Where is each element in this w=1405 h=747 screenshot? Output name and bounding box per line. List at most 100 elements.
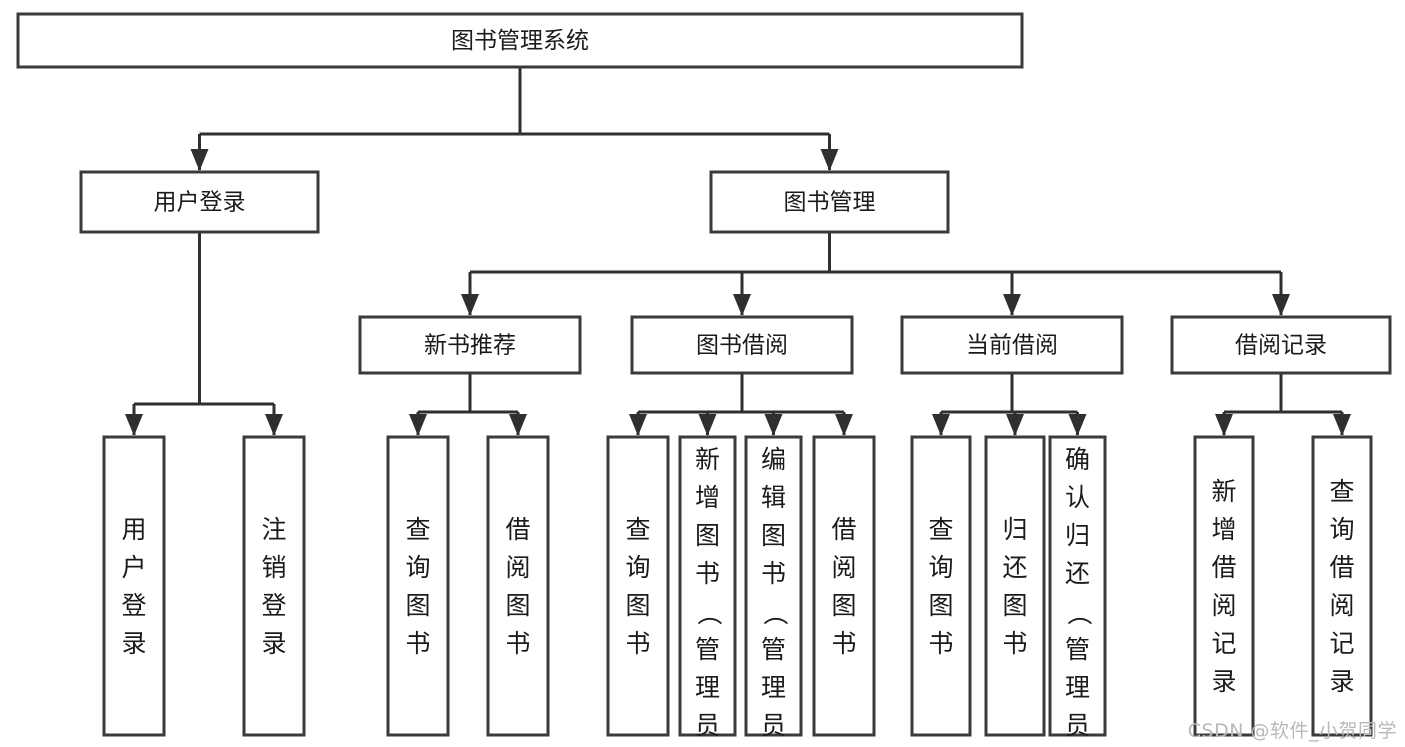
leaf-char: 辑 — [761, 483, 786, 512]
node-root[interactable]: 图书管理系统 — [16, 12, 1024, 69]
node-level3-2[interactable]: 当前借阅 — [900, 315, 1124, 375]
node-level2-0[interactable]: 用户登录 — [79, 170, 320, 234]
leaf-char: 图 — [625, 591, 650, 620]
leaf-char: 确 — [1065, 445, 1090, 474]
leaf-char: 归 — [1002, 515, 1027, 544]
leaf-char: 理 — [761, 673, 786, 702]
arrow-head-icon — [1272, 294, 1290, 316]
leaf-char: 图 — [761, 521, 786, 550]
leaf-node-0[interactable]: 用户登录 — [102, 435, 166, 737]
arrow-head-icon — [461, 294, 479, 316]
leaf-char: 询 — [405, 553, 430, 582]
node-level3-0-label: 新书推荐 — [424, 333, 516, 359]
leaf-char: 借 — [1329, 553, 1354, 582]
node-level2-1[interactable]: 图书管理 — [709, 170, 950, 234]
leaf-char: 记 — [1211, 629, 1236, 658]
leaf-char: 管 — [1065, 635, 1090, 664]
node-level3-1-box — [630, 315, 854, 375]
leaf-char: 图 — [1002, 591, 1027, 620]
leaf-node-9-box — [984, 435, 1046, 737]
leaf-char: 增 — [1211, 515, 1236, 544]
arrow-head-icon — [190, 149, 209, 171]
leaf-char: 录 — [121, 629, 146, 658]
node-level2-1-label: 图书管理 — [784, 190, 876, 216]
leaf-char: 新 — [1211, 477, 1236, 506]
leaf-char: 借 — [1211, 553, 1236, 582]
node-level3-0[interactable]: 新书推荐 — [358, 315, 582, 375]
leaf-char: 注 — [261, 515, 286, 544]
leaf-char: 查 — [1329, 477, 1354, 506]
node-level3-3[interactable]: 借阅记录 — [1170, 315, 1392, 375]
arrow-head-icon — [265, 414, 283, 436]
leaf-char: 增 — [695, 483, 720, 512]
leaf-char: 阅 — [1329, 591, 1354, 620]
leaf-node-2-box — [386, 435, 450, 737]
node-level3-3-label: 借阅记录 — [1235, 333, 1327, 359]
leaf-node-11-box — [1193, 435, 1255, 737]
node-level3-0-box — [358, 315, 582, 375]
node-level2-1-box — [709, 170, 950, 234]
leaf-char: 查 — [405, 515, 430, 544]
leaf-char: 图 — [831, 591, 856, 620]
leaf-char: 新 — [695, 445, 720, 474]
arrow-head-icon — [509, 414, 527, 436]
arrow-head-icon — [1215, 414, 1233, 436]
leaf-char: 查 — [625, 515, 650, 544]
leaf-char: 书 — [625, 629, 650, 658]
leaf-char: 登 — [121, 591, 146, 620]
leaf-char: 录 — [1329, 667, 1354, 696]
leaf-char: 销 — [261, 553, 286, 582]
leaf-node-1-box — [242, 435, 306, 737]
leaf-char: 书 — [1002, 629, 1027, 658]
leaf-char: 认 — [1065, 483, 1090, 512]
arrow-head-icon — [698, 414, 717, 436]
leaf-char: 借 — [831, 515, 856, 544]
csdn-watermark: CSDN @软件_小贺同学 — [1187, 720, 1397, 742]
leaf-node-0-box — [102, 435, 166, 737]
node-root-label: 图书管理系统 — [451, 28, 589, 54]
leaf-char: 书 — [831, 629, 856, 658]
leaf-node-6-box — [744, 435, 803, 737]
leaf-node-8-box — [910, 435, 972, 737]
leaf-char: 书 — [928, 629, 953, 658]
node-level3-1[interactable]: 图书借阅 — [630, 315, 854, 375]
leaf-node-3-box — [486, 435, 550, 737]
arrow-head-icon — [820, 149, 839, 171]
leaf-char: 询 — [928, 553, 953, 582]
arrow-head-icon — [764, 414, 783, 436]
leaf-char: 书 — [405, 629, 430, 658]
leaf-char: 询 — [1329, 515, 1354, 544]
leaf-node-12-box — [1311, 435, 1373, 737]
arrow-head-icon — [1003, 294, 1021, 316]
arrow-head-icon — [629, 414, 647, 436]
node-level2-0-box — [79, 170, 320, 234]
node-level3-1-label: 图书借阅 — [696, 333, 788, 359]
leaf-char: 查 — [928, 515, 953, 544]
arrow-head-icon — [125, 414, 143, 436]
leaf-char: 图 — [405, 591, 430, 620]
leaf-char: 记 — [1329, 629, 1354, 658]
leaf-char: 还 — [1065, 559, 1090, 588]
leaf-char: 阅 — [1211, 591, 1236, 620]
arrow-head-icon — [409, 414, 427, 436]
